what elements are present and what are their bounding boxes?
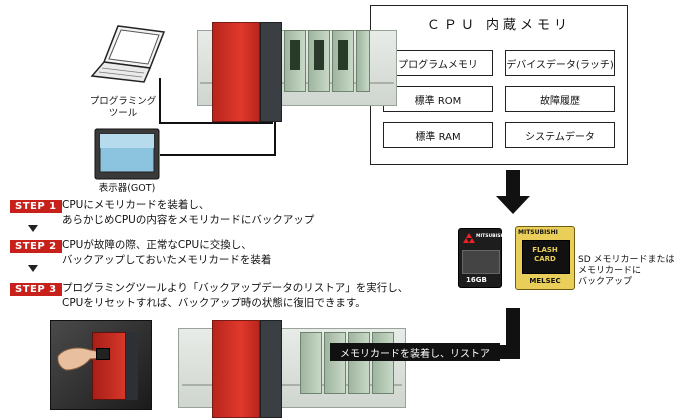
- step-1-line1: CPUにメモリカードを装着し、: [62, 199, 210, 211]
- mitsubishi-logo-icon: [463, 233, 475, 243]
- cpu-front-panel-bottom: [260, 320, 282, 418]
- sd-caption: SD メモリカードまたは メモリカードに バックアップ: [578, 255, 678, 288]
- step-3-line1: プログラミングツールより「バックアップデータのリストア」を実行し、: [62, 282, 409, 294]
- cpu-unit-bottom: [212, 320, 260, 418]
- step-2-arrow-icon: [28, 265, 38, 272]
- step-2-line2: バックアップしておいたメモリカードを装着: [62, 254, 272, 266]
- step-2-text: CPUが故障の際、正常なCPUに交換し、 バックアップしておいたメモリカードを装…: [62, 238, 271, 268]
- io-module-top-4: [356, 30, 370, 92]
- sd-left-label: [462, 250, 500, 274]
- programming-tool-label-line1: プログラミング: [89, 96, 157, 107]
- photo-memory-card: [96, 348, 110, 360]
- photo-cpu-unit: [92, 332, 126, 400]
- step-1-badge: STEP 1: [10, 200, 62, 213]
- memory-item-system-data: システムデータ: [505, 122, 615, 148]
- memory-item-device-data: デバイスデータ(ラッチ): [505, 50, 615, 76]
- programming-tool-label: プログラミング ツール: [78, 96, 168, 120]
- step-3-badge: STEP 3: [10, 283, 62, 296]
- step-2-badge: STEP 2: [10, 240, 62, 253]
- photo-cpu-panel: [126, 332, 138, 400]
- io-terminal-top-1: [290, 40, 300, 70]
- io-terminal-top-2: [314, 40, 324, 70]
- got-display-icon: [94, 128, 160, 180]
- restore-banner: メモリカードを装着し、リストア: [330, 343, 500, 361]
- sd-left-brand: MITSUBISHI: [476, 234, 506, 239]
- sd-caption-line1: SD メモリカードまたは: [578, 255, 675, 265]
- flash-card-label-line2: CARD: [534, 255, 556, 263]
- cpu-memory-title: ＣＰＵ 内蔵メモリ: [426, 18, 572, 33]
- step-1-arrow-icon: [28, 225, 38, 232]
- step-1-line2: あらかじめCPUの内容をメモリカードにバックアップ: [62, 214, 315, 226]
- sd-left-capacity: 16GB: [466, 276, 487, 284]
- flash-card-label-text: FLASH CARD: [522, 246, 568, 264]
- cpu-memory-box: ＣＰＵ 内蔵メモリ プログラムメモリ デバイスデータ(ラッチ) 標準 ROM 故…: [370, 5, 628, 165]
- io-module-bottom-1: [300, 332, 322, 394]
- step-2-line1: CPUが故障の際、正常なCPUに交換し、: [62, 239, 252, 251]
- memory-item-standard-rom: 標準 ROM: [383, 86, 493, 112]
- sd-caption-line3: バックアップ: [578, 277, 633, 287]
- flash-card-label-line1: FLASH: [532, 246, 558, 254]
- memory-item-error-history: 故障履歴: [505, 86, 615, 112]
- cpu-front-panel-top: [260, 22, 282, 122]
- io-module-bottom-3: [348, 332, 370, 394]
- cpu-unit-top: [212, 22, 260, 122]
- sd-caption-line2: メモリカードに: [578, 266, 642, 276]
- display-unit-label: 表示器(GOT): [98, 183, 156, 194]
- memory-item-standard-ram: 標準 RAM: [383, 122, 493, 148]
- step-3-text: プログラミングツールより「バックアップデータのリストア」を実行し、 CPUをリセ…: [62, 281, 408, 311]
- rack-rail-bottom: [182, 384, 402, 386]
- laptop-icon: [90, 25, 166, 83]
- io-module-bottom-2: [324, 332, 346, 394]
- programming-tool-label-line2: ツール: [108, 108, 138, 119]
- flash-card-label-panel: [522, 240, 570, 274]
- io-module-bottom-4: [372, 332, 394, 394]
- step-3-line2: CPUをリセットすれば、バックアップ時の状態に復旧できます。: [62, 297, 366, 309]
- flash-card-footer: MELSEC: [529, 277, 561, 285]
- step-1-text: CPUにメモリカードを装着し、 あらかじめCPUの内容をメモリカードにバックアッ…: [62, 198, 314, 228]
- sd-right-brand: MITSUBISHI: [518, 229, 558, 236]
- io-terminal-top-3: [338, 40, 348, 70]
